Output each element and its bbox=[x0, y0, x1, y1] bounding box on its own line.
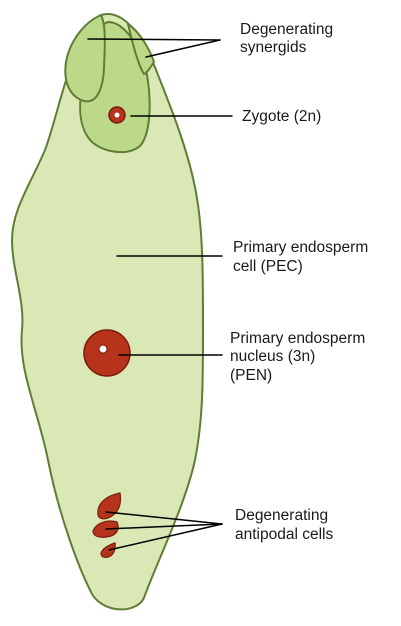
synergids-label-line-1: Degenerating bbox=[240, 21, 333, 38]
zygote-label-line-1: Zygote (2n) bbox=[242, 108, 321, 125]
pen-nucleolus bbox=[98, 344, 108, 354]
antipodal-label-line-1: Degenerating bbox=[235, 507, 328, 524]
synergid-leader-right bbox=[145, 39, 221, 58]
embryo-sac-outline bbox=[10, 13, 204, 611]
synergids-label: Degenerating synergids bbox=[240, 21, 337, 56]
synergid-right bbox=[126, 21, 156, 76]
pen-label-line-2: nucleus (3n) bbox=[230, 348, 315, 365]
antipodal-leader-top bbox=[105, 511, 223, 525]
antipodal-label-line-2: antipodal cells bbox=[235, 526, 333, 543]
synergid-leader-left bbox=[87, 38, 221, 41]
pen-label-line-1: Primary endosperm bbox=[230, 330, 365, 347]
pen-label: Primary endosperm nucleus (3n) (PEN) bbox=[230, 330, 370, 384]
antipodal-label: Degenerating antipodal cells bbox=[235, 507, 333, 543]
antipodal-cell-bottom bbox=[100, 542, 116, 558]
antipodal-leader-middle bbox=[105, 523, 223, 530]
synergids-label-line-2: synergids bbox=[240, 39, 307, 56]
pec-label: Primary endosperm cell (PEC) bbox=[233, 239, 373, 275]
pen-label-line-3: (PEN) bbox=[230, 367, 272, 384]
synergid-left bbox=[64, 13, 106, 103]
pec-label-line-2: cell (PEC) bbox=[233, 258, 303, 275]
zygote-nucleolus bbox=[114, 112, 120, 118]
zygote-label: Zygote (2n) bbox=[242, 108, 321, 125]
antipodal-leader-bottom bbox=[108, 523, 223, 551]
primary-endosperm-nucleus bbox=[83, 329, 131, 377]
pec-label-line-1: Primary endosperm bbox=[233, 239, 368, 256]
